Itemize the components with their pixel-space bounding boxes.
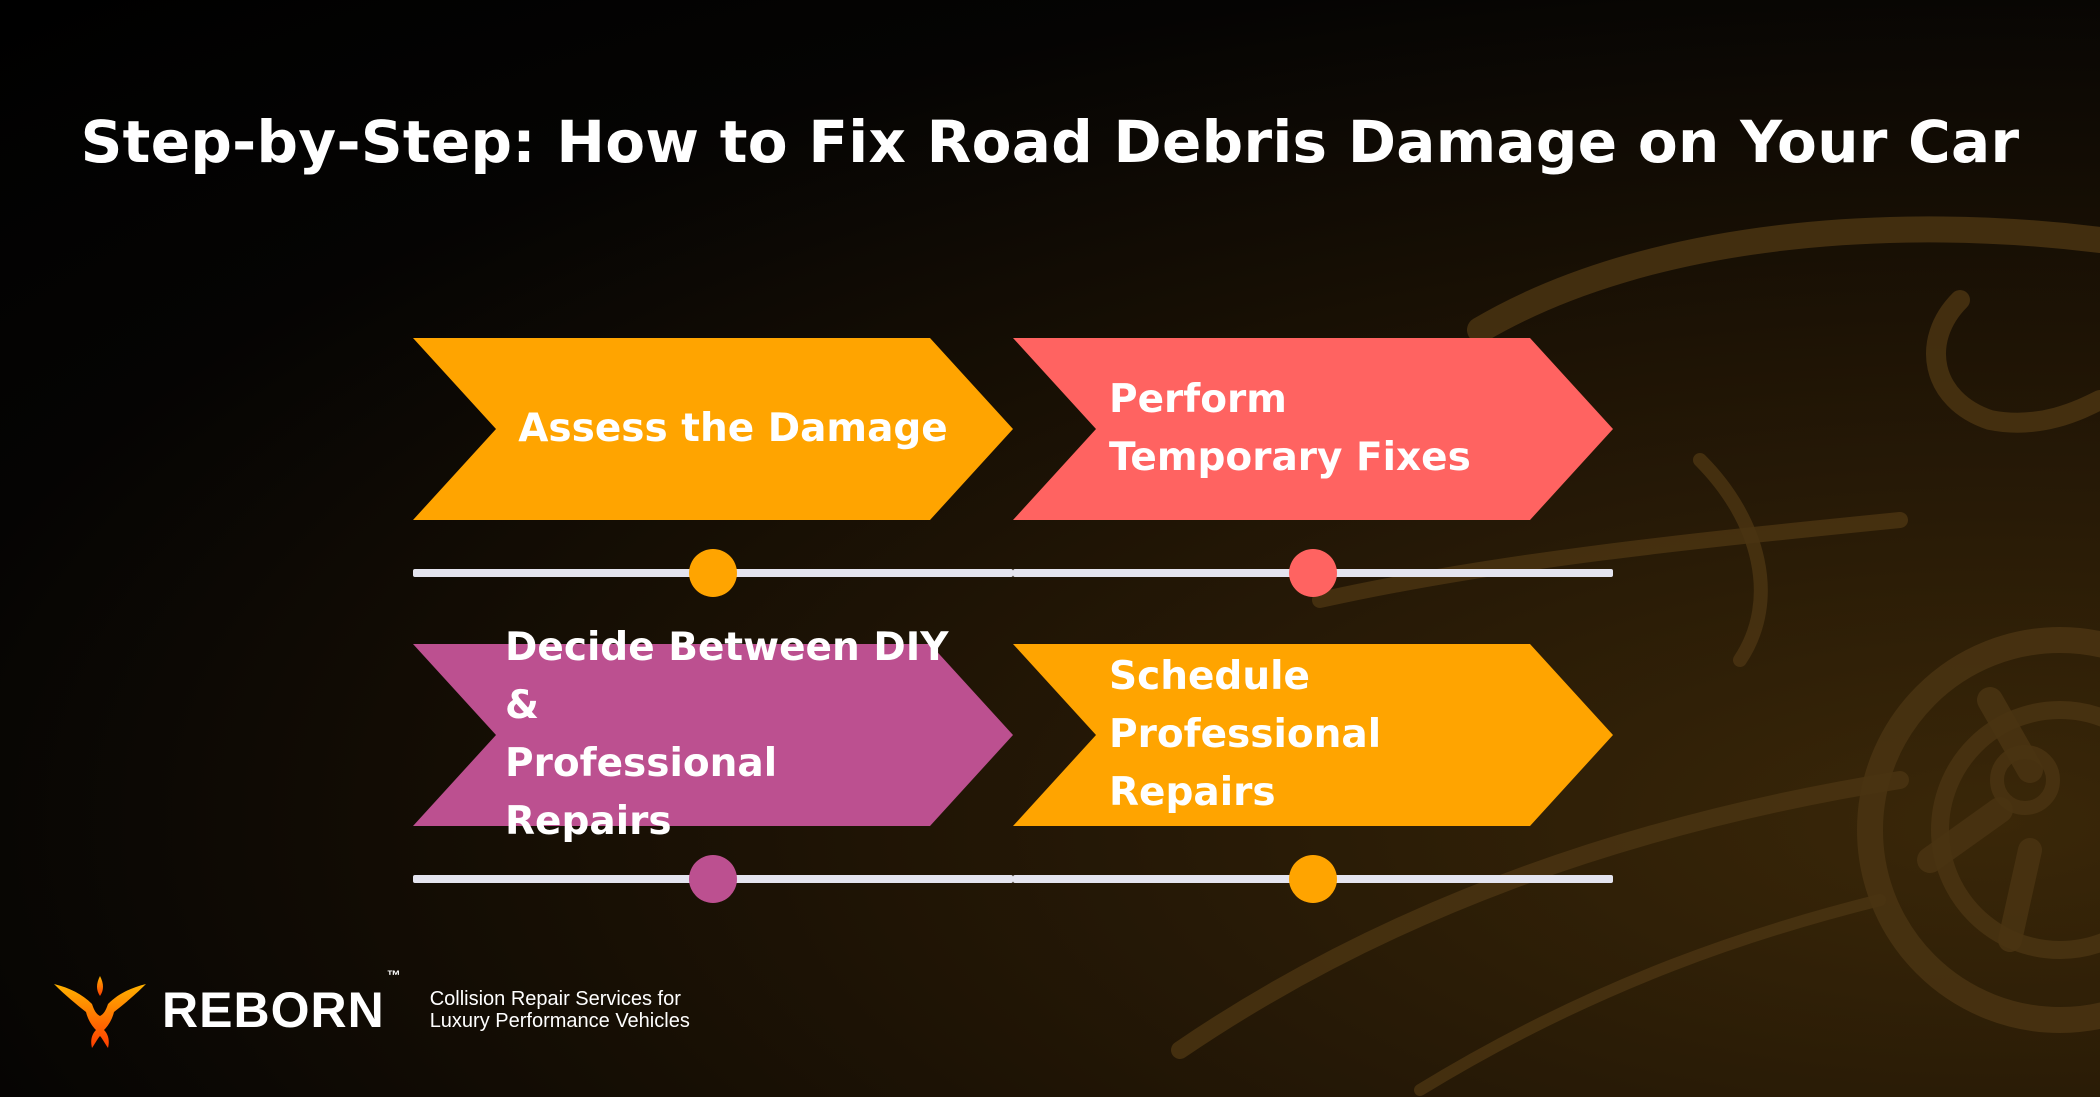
step-label: Perform Temporary Fixes — [1109, 377, 1471, 480]
step-label: Decide Between DIY & Professional Repair… — [505, 625, 949, 844]
chevron-arrow-shape — [1013, 338, 1613, 520]
page-title: Step-by-Step: How to Fix Road Debris Dam… — [80, 108, 2020, 176]
timeline-marker — [1289, 855, 1337, 903]
chevron-arrow-shape — [1013, 644, 1613, 826]
chevron-arrow-shape — [413, 338, 1013, 520]
brand-name: REBORN™ — [162, 967, 402, 1038]
brand-logo: REBORN™ Collision Repair Services for Lu… — [52, 967, 690, 1050]
step-label: Assess the Damage — [518, 406, 948, 451]
timeline-marker — [689, 855, 737, 903]
step-assess-damage: Assess the Damage — [413, 338, 1013, 520]
phoenix-icon — [54, 976, 146, 1048]
brand-tagline: Collision Repair Services for Luxury Per… — [429, 988, 690, 1032]
timeline-marker — [1289, 549, 1337, 597]
step-temporary-fixes: Perform Temporary Fixes — [1013, 338, 1613, 520]
timeline-marker — [689, 549, 737, 597]
step-label: Schedule Professional Repairs — [1109, 654, 1382, 815]
step-schedule-professional-repairs: Schedule Professional Repairs — [1013, 644, 1613, 826]
chevron-arrow-shape — [413, 644, 1013, 826]
step-decide-diy-professional: Decide Between DIY & Professional Repair… — [413, 625, 1013, 844]
